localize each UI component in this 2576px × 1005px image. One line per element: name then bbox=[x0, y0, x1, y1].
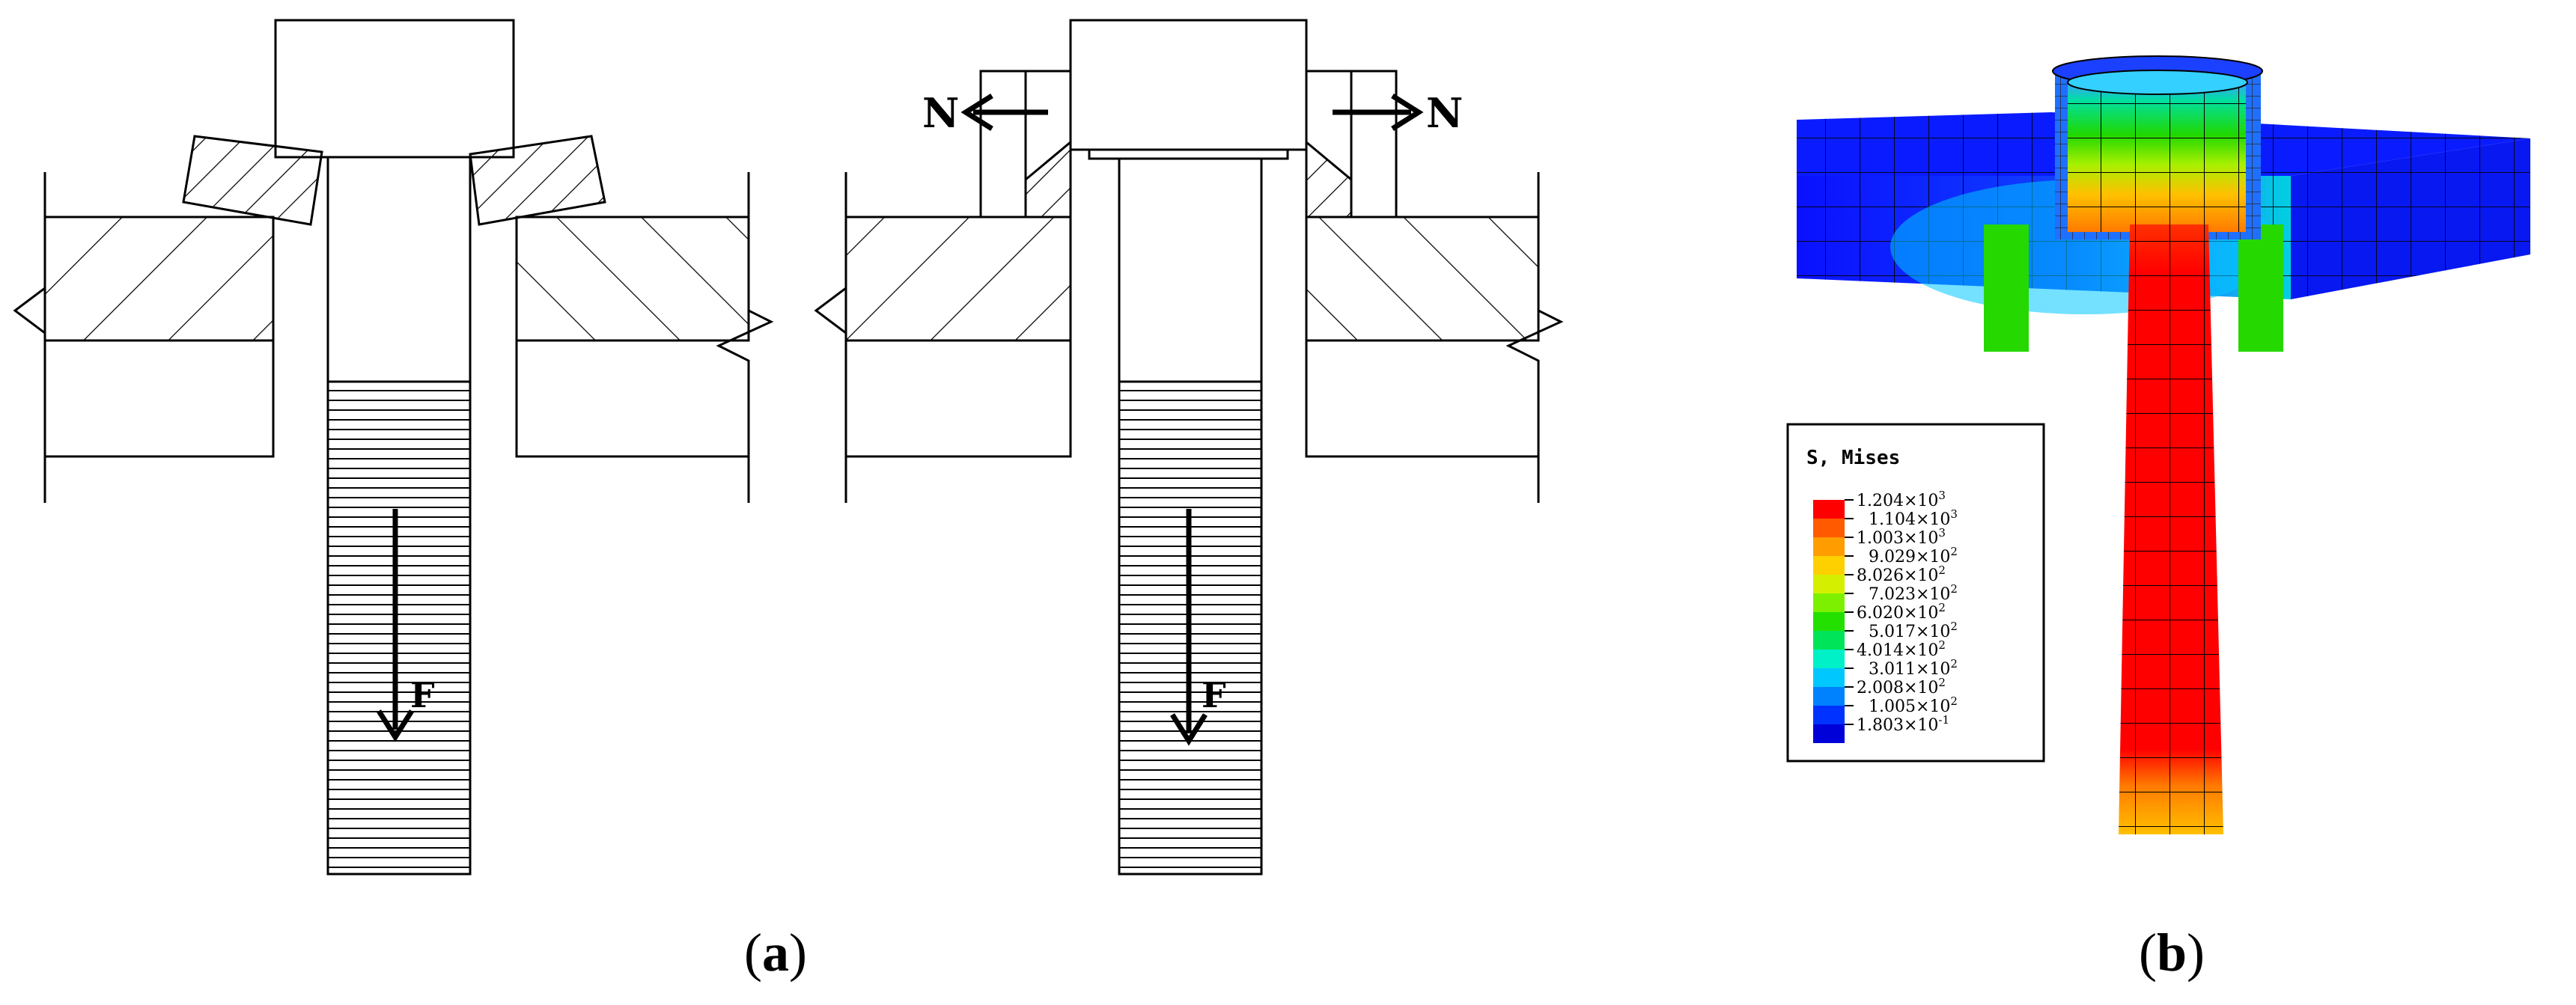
reaction-label-left: N bbox=[922, 89, 959, 137]
caption-b: (b) bbox=[2139, 923, 2205, 983]
split-washer-left bbox=[979, 70, 1072, 219]
bolt-shank bbox=[326, 156, 472, 383]
reaction-arrow-right: N bbox=[1333, 89, 1463, 137]
caption-a: (a) bbox=[744, 923, 807, 983]
right-plate-left bbox=[814, 172, 1072, 503]
legend-value: 3.011×102 bbox=[1869, 657, 1958, 679]
legend-swatch bbox=[1813, 575, 1845, 593]
legend-swatch bbox=[1813, 537, 1845, 556]
force-arrow-right: F bbox=[1170, 509, 1226, 746]
force-label-right: F bbox=[1202, 675, 1226, 715]
left-plate-left bbox=[13, 172, 275, 503]
reaction-label-right: N bbox=[1426, 89, 1463, 137]
legend-value: 2.008×102 bbox=[1857, 676, 1946, 697]
legend-value: 6.020×102 bbox=[1857, 601, 1946, 623]
legend-value: 1.204×103 bbox=[1857, 489, 1946, 510]
panel-b-fea-model: S, Mises 1.204×1031.104×1031.003×1039.02… bbox=[1786, 55, 2530, 834]
legend-title: S, Mises bbox=[1806, 447, 1900, 469]
legend-value: 9.029×102 bbox=[1869, 545, 1958, 566]
legend-swatch bbox=[1813, 706, 1845, 724]
legend-value: 8.026×102 bbox=[1857, 563, 1946, 585]
reaction-arrow-left: N bbox=[922, 89, 1048, 137]
legend-swatch bbox=[1813, 687, 1845, 706]
legend-swatch bbox=[1813, 519, 1845, 537]
legend-swatch bbox=[1813, 668, 1845, 687]
bolt-thread bbox=[326, 380, 472, 876]
legend-swatch bbox=[1813, 500, 1845, 519]
split-washer-right bbox=[1305, 70, 1398, 219]
panel-a-left-drawing: F bbox=[13, 19, 774, 876]
washer-right bbox=[469, 135, 606, 226]
legend-value: 1.005×102 bbox=[1869, 694, 1958, 716]
legend-value: 7.023×102 bbox=[1869, 582, 1958, 604]
legend-swatch bbox=[1813, 631, 1845, 650]
legend-value: 4.014×102 bbox=[1857, 638, 1946, 660]
legend-value: 5.017×102 bbox=[1869, 620, 1958, 641]
legend-swatch bbox=[1813, 593, 1845, 612]
legend-swatch bbox=[1813, 724, 1845, 743]
legend-value: 1.803×10-1 bbox=[1857, 713, 1949, 735]
force-label-left: F bbox=[410, 675, 435, 715]
legend-swatch bbox=[1813, 612, 1845, 631]
right-plate-right bbox=[1305, 172, 1564, 503]
bolt-head bbox=[274, 19, 515, 159]
legend-swatch bbox=[1813, 556, 1845, 575]
legend-value: 1.104×103 bbox=[1869, 507, 1958, 529]
legend-swatch bbox=[1813, 650, 1845, 668]
bolt-head-2 bbox=[1069, 19, 1308, 151]
panel-a-right-drawing: F N N bbox=[814, 19, 1564, 876]
bolt-shank-2 bbox=[1118, 157, 1263, 383]
stress-legend: S, Mises 1.204×1031.104×1031.003×1039.02… bbox=[1786, 423, 2045, 763]
force-arrow-left: F bbox=[377, 509, 435, 742]
left-plate-right bbox=[515, 172, 774, 503]
washer-left bbox=[182, 135, 323, 226]
legend-value: 1.003×103 bbox=[1857, 526, 1946, 548]
